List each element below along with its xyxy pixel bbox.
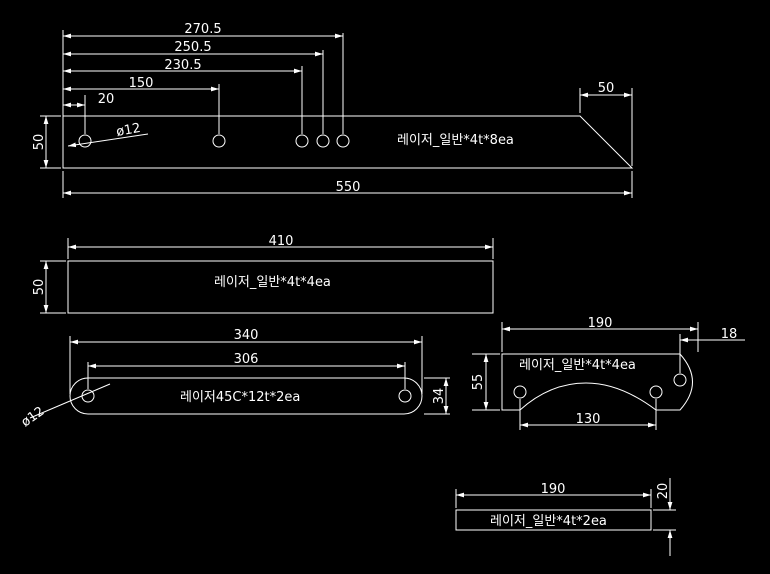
dim-50: 50 — [32, 279, 47, 296]
dim-250-5: 250.5 — [174, 40, 211, 55]
part1-hole — [212, 134, 226, 148]
part4-label: 레이저_일반*4t*4ea — [519, 358, 636, 373]
part1-outline — [62, 115, 634, 169]
part4-hole — [513, 385, 527, 399]
part5-extension-lines — [455, 489, 676, 531]
part4-hole — [673, 373, 687, 387]
part4-hole — [649, 385, 663, 399]
part1-hole — [295, 134, 309, 148]
part1-hole — [336, 134, 350, 148]
dim-150: 150 — [129, 76, 154, 91]
dim-306: 306 — [234, 352, 259, 367]
part2-outline — [67, 260, 494, 314]
dia-leader-part3 — [29, 383, 111, 419]
part5-outline — [455, 509, 652, 531]
part3-label: 레이저45C*12t*2ea — [180, 390, 300, 405]
dim-55: 55 — [471, 374, 486, 391]
dim-dia-12: ø12 — [115, 121, 142, 140]
dim-50-height: 50 — [32, 134, 47, 151]
dim-190-b: 190 — [541, 482, 566, 497]
dim-dia-12-part3: ø12 — [19, 404, 48, 430]
dim-18: 18 — [721, 327, 738, 342]
part1-extension-lines — [40, 30, 633, 198]
dim-20-b: 20 — [656, 483, 671, 500]
dim-550: 550 — [336, 180, 361, 195]
part4-outline — [501, 353, 693, 411]
part1-hole — [78, 134, 92, 148]
dim-190: 190 — [588, 316, 613, 331]
dim-230-5: 230.5 — [164, 58, 201, 73]
part3-outline — [69, 377, 423, 415]
part1-holes — [78, 134, 350, 148]
part2-label: 레이저_일반*4t*4ea — [214, 275, 331, 290]
dim-340: 340 — [234, 328, 259, 343]
dia-leader — [67, 133, 149, 148]
dim-410: 410 — [269, 234, 294, 249]
dim-34: 34 — [432, 388, 447, 405]
dim-20: 20 — [98, 92, 115, 107]
part1-hole — [316, 134, 330, 148]
part3-hole — [398, 389, 412, 403]
part5-label: 레이저_일반*4t*2ea — [490, 514, 607, 529]
dim-270-5: 270.5 — [184, 22, 221, 37]
dim-50-chamfer: 50 — [598, 81, 615, 96]
dim-130: 130 — [576, 412, 601, 427]
part1-label: 레이저_일반*4t*8ea — [397, 133, 514, 148]
